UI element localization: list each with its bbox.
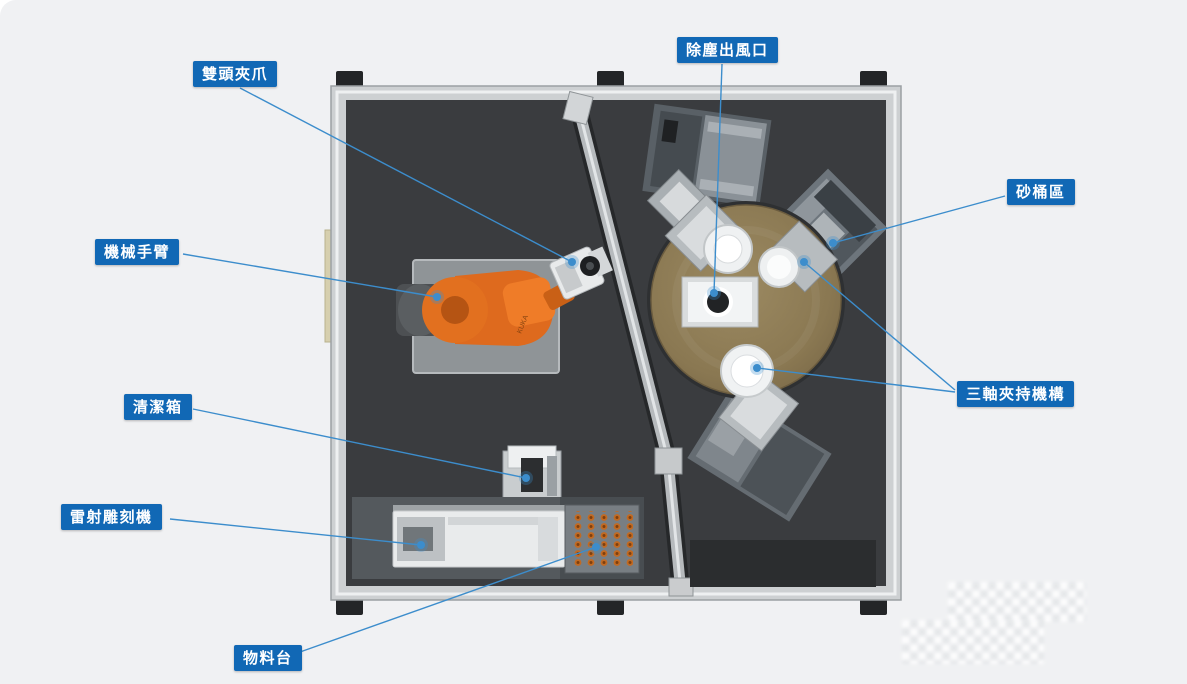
label-robot-arm: 機械手臂 xyxy=(95,239,180,265)
fixture-right xyxy=(758,220,839,293)
label-dust-outlet: 除塵出風口 xyxy=(677,37,778,63)
watermark-mosaic xyxy=(902,620,1044,664)
label-double-head-gripper: 雙頭夾爪 xyxy=(193,61,278,87)
diagonal-rail xyxy=(562,90,694,597)
fixture-bottom xyxy=(718,344,800,452)
label-three-axis-clamp: 三軸夾持機構 xyxy=(957,381,1075,407)
label-sand-bucket-area: 砂桶區 xyxy=(1007,179,1075,205)
leader-lines xyxy=(169,63,1006,653)
bottom-right-cabinet xyxy=(690,540,876,587)
label-material-table: 物料台 xyxy=(234,645,302,671)
robot-arm-unit: KUKA xyxy=(396,246,613,374)
watermark-mosaic xyxy=(948,582,1086,622)
cleaning-box-unit xyxy=(502,445,562,502)
label-laser-engraver: 雷射雕刻機 xyxy=(61,504,162,530)
material-tray xyxy=(564,504,640,574)
label-cleaning-box: 清潔箱 xyxy=(124,394,192,420)
